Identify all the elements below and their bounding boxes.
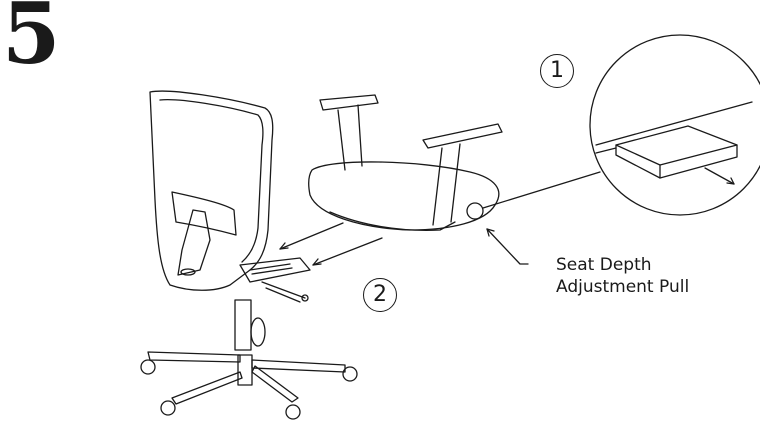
seat-depth-label-line1: Seat Depth [556, 255, 652, 275]
callout-number-2: 2 [363, 278, 397, 312]
pull-highlight-circle [466, 202, 484, 220]
zoom-leader-line [482, 171, 601, 209]
step-number: 5 [2, 0, 61, 83]
seat-depth-label-line2: Adjustment Pull [556, 277, 690, 297]
seat-depth-label: Seat Depth Adjustment Pull [556, 254, 689, 298]
seat-with-armrests [308, 94, 503, 231]
label-arrow [486, 228, 529, 265]
chair-base [140, 299, 358, 420]
slide-arrows [279, 222, 383, 266]
detail-zoom-circle [589, 34, 760, 216]
seat-mechanism [239, 257, 311, 303]
callout-number-1: 1 [540, 54, 574, 88]
backrest [149, 90, 274, 291]
